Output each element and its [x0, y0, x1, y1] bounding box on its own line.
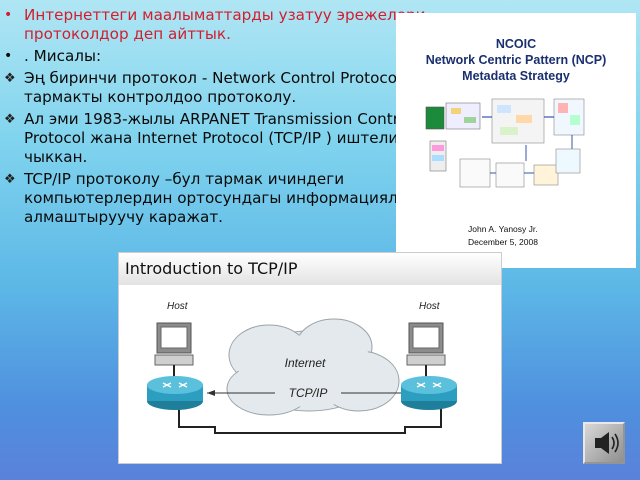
bullet-item: • . Мисалы: [4, 47, 474, 66]
router-left-icon [147, 376, 203, 410]
ncoic-diagram [425, 98, 585, 188]
ncoic-slide-image: NCOIC Network Centric Pattern (NCP) Meta… [396, 13, 636, 268]
bullet-text: TCP/IP протоколу –бул тармак ичиндеги ко… [24, 170, 440, 226]
bullet-text: . Мисалы: [24, 47, 102, 65]
bullet-dot-icon: • [4, 7, 13, 23]
tcp-ip-network-diagram: Internet TCP/IP Host Hos [147, 301, 457, 434]
host-right-label: Host [419, 301, 441, 312]
internet-label: Internet [285, 356, 326, 370]
ncoic-subtitle: Network Centric Pattern (NCP) [425, 53, 607, 67]
router-right-icon [401, 376, 457, 410]
bullet-item: ❖ Ал эми 1983-жылы ARPANET Transmission C… [4, 110, 474, 167]
bullet-text: Интернеттеги маалыматтарды узатуу эрежел… [24, 6, 426, 43]
ncoic-date: December 5, 2008 [468, 237, 538, 247]
diamond-bullet-icon: ❖ [4, 71, 16, 86]
tcp-slide-title: Introduction to TCP/IP [119, 253, 501, 285]
diamond-bullet-icon: ❖ [4, 172, 16, 187]
ncoic-title: NCOIC [495, 37, 537, 51]
host-computer-right-icon [406, 322, 446, 377]
bullet-item: ❖ Эң биринчи протокол - Network Control P… [4, 69, 474, 107]
internet-cloud [226, 318, 400, 416]
ncoic-subtitle-2: Metadata Strategy [462, 69, 570, 83]
diamond-bullet-icon: ❖ [4, 112, 16, 127]
bullet-list: • Интернеттеги маалыматтарды узатуу эреже… [4, 6, 474, 230]
ncoic-author: John A. Yanosy Jr. [468, 224, 538, 234]
speaker-icon [595, 432, 619, 454]
host-computer-left-icon [154, 322, 194, 377]
bullet-text: Эң биринчи протокол - Network Control Pr… [24, 69, 456, 106]
bullet-item: • Интернеттеги маалыматтарды узатуу эреже… [4, 6, 474, 44]
speaker-button[interactable] [583, 422, 625, 464]
host-left-label: Host [167, 301, 189, 312]
tcp-ip-link-label: TCP/IP [289, 386, 328, 400]
bullet-text: Ал эми 1983-жылы ARPANET Transmission Co… [24, 110, 413, 166]
bullet-dot-icon: • [4, 48, 13, 64]
bullet-item: ❖ TCP/IP протоколу –бул тармак ичиндеги к… [4, 170, 474, 227]
tcp-ip-slide-image: Introduction to TCP/IP Internet TCP/IP [118, 252, 502, 464]
